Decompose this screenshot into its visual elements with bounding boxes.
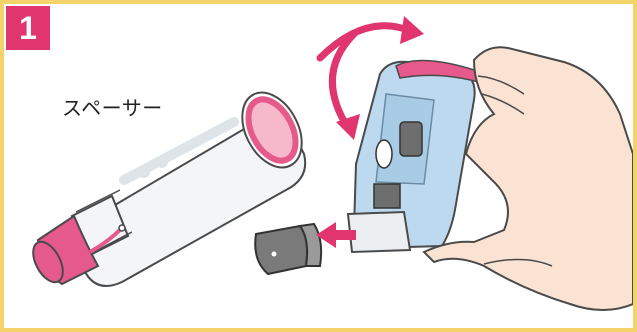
step-number-badge: 1 <box>6 6 50 50</box>
instruction-illustration <box>4 4 633 328</box>
mouthpiece-cap-illustration <box>255 224 321 274</box>
spacer-label: スペーサー <box>62 92 163 121</box>
